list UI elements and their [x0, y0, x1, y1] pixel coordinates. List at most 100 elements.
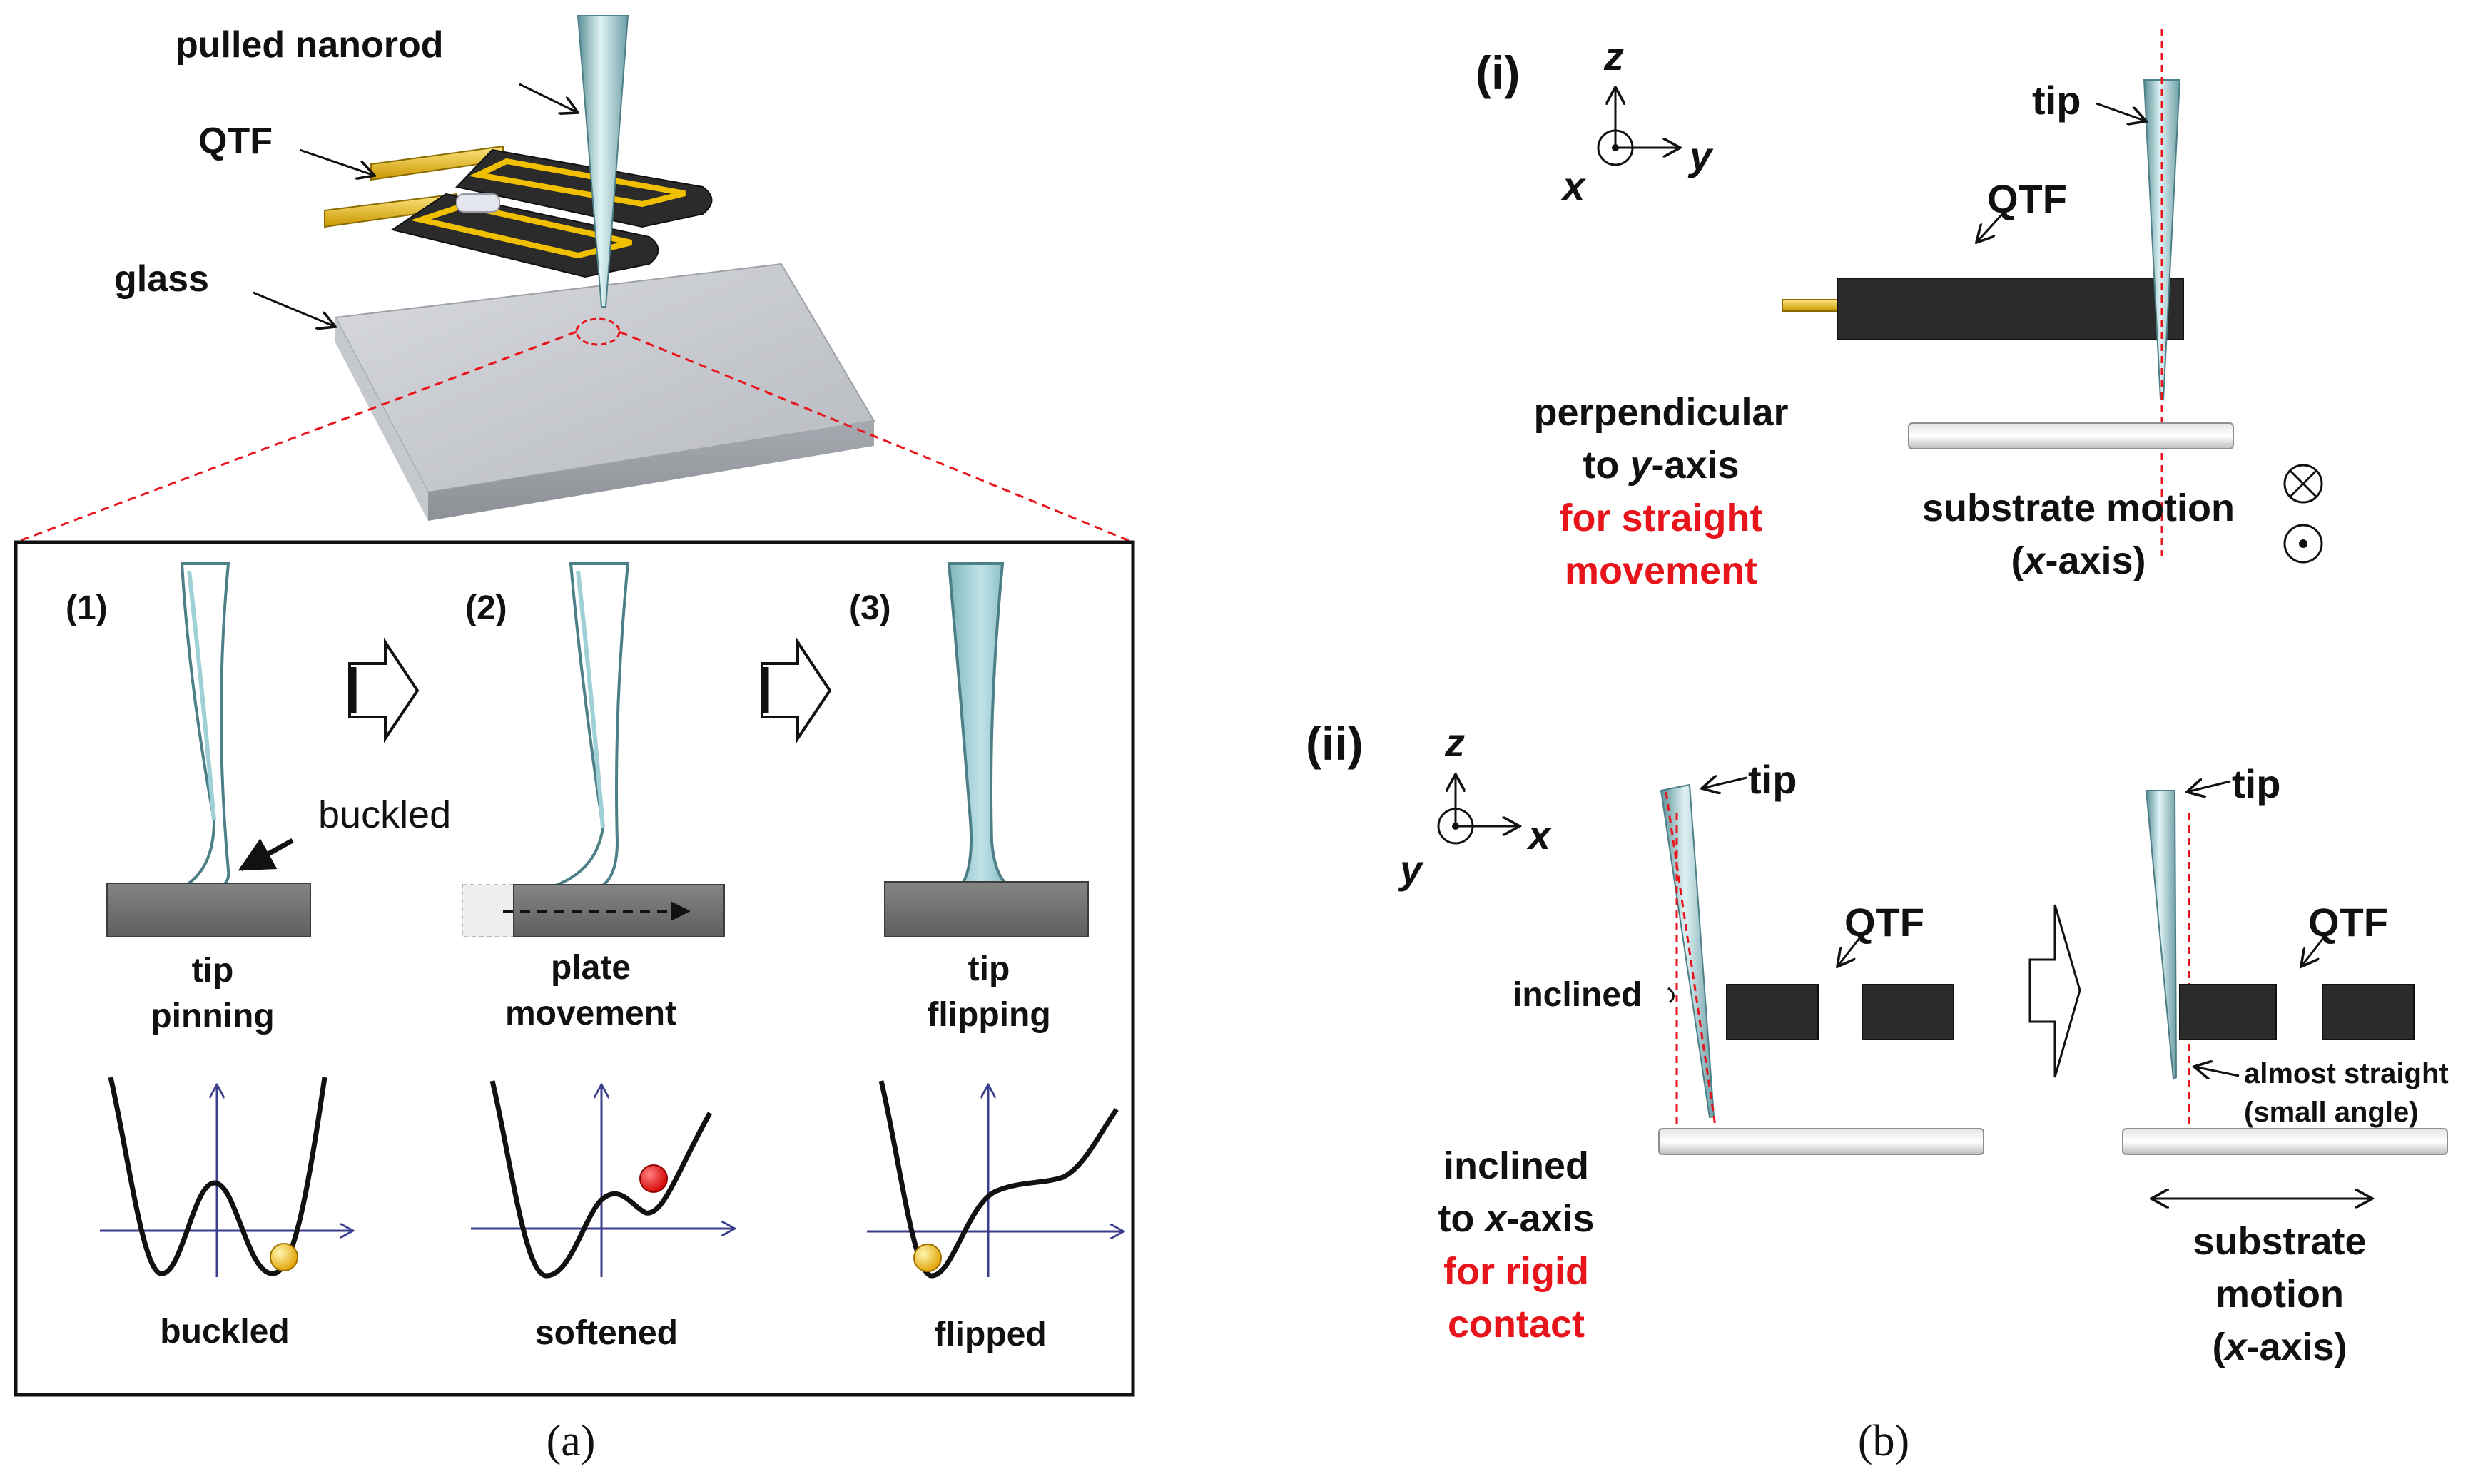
- motion-i-line2: (x-axis): [2011, 539, 2146, 582]
- potential-label-flipped: flipped: [934, 1316, 1046, 1353]
- qtf-prong-ii-right-1: [2179, 984, 2277, 1040]
- label-tip-i: tip: [2032, 78, 2081, 123]
- part-ii-label: (ii): [1306, 717, 1364, 770]
- label-pulled-nanorod: pulled nanorod: [176, 24, 444, 66]
- transition-arrow-2: [761, 637, 832, 743]
- panel-b: (i) z y x tip QTF perpendicular to y-axi…: [1306, 29, 2449, 1465]
- motion-ii-line1: substrate: [2193, 1220, 2366, 1263]
- pulled-nanorod-tip: [577, 15, 629, 308]
- substrate-i: [1908, 422, 2234, 449]
- substrate-ii-left: [1658, 1128, 1984, 1155]
- axes-i: z y x: [1560, 34, 1714, 208]
- out-of-page-icon: [2283, 524, 2323, 564]
- note-i-line3: for straight: [1559, 497, 1762, 539]
- step-3-caption-line1: tip: [968, 950, 1010, 988]
- note-ii-line2: to x-axis: [1438, 1197, 1594, 1240]
- arrow-qtf: [299, 148, 375, 176]
- step-2-caption-line1: plate: [551, 949, 631, 987]
- step-1-annotation: buckled: [318, 793, 451, 836]
- potential-buckled: buckled: [100, 1077, 353, 1351]
- note-i-line1: perpendicular: [1533, 391, 1788, 434]
- axis-i-y: y: [1687, 133, 1714, 178]
- part-i-label: (i): [1476, 46, 1520, 99]
- potential-softened: softened: [471, 1080, 735, 1352]
- label-qtf-i: QTF: [1987, 176, 2067, 221]
- inset-box: [14, 540, 1135, 1397]
- qtf-prong-ii-left-1: [1726, 984, 1819, 1040]
- step-3: (3) tip flipping: [849, 562, 1089, 1034]
- step-1-plate: [106, 883, 311, 937]
- arrow-qtf-ii-left: [1837, 934, 1864, 967]
- arrow-pulled-nanorod: [519, 83, 578, 113]
- label-qtf-ii-right: QTF: [2308, 900, 2388, 945]
- label-tip-ii-right: tip: [2232, 761, 2280, 806]
- note-ii-line1: inclined: [1443, 1144, 1589, 1187]
- step-3-plate: [884, 881, 1089, 937]
- part-i: (i) z y x tip QTF perpendicular to y-axi…: [1476, 29, 2323, 592]
- transition-arrow-1: [348, 637, 420, 743]
- axis-ii-y: y: [1398, 847, 1424, 892]
- label-small-angle: (small angle): [2244, 1097, 2419, 1128]
- label-glass: glass: [114, 258, 209, 300]
- label-inclined: inclined: [1513, 976, 1642, 1014]
- tip-ii-right: [2145, 790, 2178, 1080]
- step-1-number: (1): [66, 589, 108, 627]
- label-qtf-ii-left: QTF: [1844, 900, 1924, 945]
- guide-ii-left-inclined: [1665, 791, 1717, 1132]
- step-3-tip: [947, 562, 1014, 889]
- arrow-qtf-i: [1976, 211, 2005, 243]
- step-2-number: (2): [465, 589, 507, 627]
- inclined-bracket: [1667, 987, 1675, 1004]
- zoom-line-right: [619, 330, 1134, 544]
- axis-i-x: x: [1560, 163, 1587, 208]
- motion-ii-line3: (x-axis): [2212, 1326, 2347, 1368]
- qtf-prong-ii-left-2: [1862, 984, 1954, 1040]
- label-qtf: QTF: [198, 121, 273, 162]
- panel-a-label: (a): [547, 1417, 596, 1465]
- step-1: (1) buckled tip pinning: [66, 562, 451, 1035]
- note-i-line2: to y-axis: [1583, 444, 1739, 487]
- axis-ii-x: x: [1526, 813, 1553, 858]
- arrow-glass: [253, 291, 335, 327]
- part-ii: (ii) z x y tip QTF inclined: [1306, 717, 2449, 1368]
- electrode-i: [1782, 299, 1840, 312]
- note-i-line4: movement: [1565, 549, 1757, 592]
- step-1-caption-line1: tip: [192, 952, 234, 990]
- state-ball-softened: [639, 1164, 668, 1193]
- arrow-buckled: [238, 838, 294, 872]
- transition-arrow-ii: [2028, 904, 2081, 1078]
- qtf-prong-ii-right-2: [2322, 984, 2415, 1040]
- step-3-number: (3): [849, 589, 891, 627]
- label-almost-straight: almost straight: [2244, 1058, 2449, 1089]
- state-ball-flipped: [913, 1244, 942, 1272]
- arrow-qtf-ii-right: [2301, 934, 2327, 967]
- tip-ii-left: [1660, 783, 1715, 1119]
- step-3-caption-line2: flipping: [927, 996, 1050, 1034]
- substrate-ii-right: [2122, 1128, 2448, 1155]
- step-1-caption-line2: pinning: [151, 997, 274, 1035]
- step-2: (2) plate movement: [462, 562, 725, 1032]
- motion-ii-line2: motion: [2215, 1273, 2344, 1316]
- panel-b-label: (b): [1858, 1417, 1909, 1465]
- axis-i-z: z: [1603, 34, 1624, 78]
- axis-ii-z: z: [1444, 720, 1465, 765]
- arrow-almost-straight: [2194, 1067, 2240, 1076]
- into-page-icon: [2283, 464, 2323, 504]
- potential-flipped: flipped: [867, 1080, 1124, 1353]
- step-2-caption-line2: movement: [505, 995, 676, 1032]
- note-ii-line3: for rigid: [1443, 1250, 1589, 1293]
- arrow-tip-ii-right: [2187, 781, 2231, 792]
- axes-ii: z x y: [1398, 720, 1553, 892]
- arrow-tip-ii-left: [1702, 778, 1747, 788]
- state-ball-buckled: [270, 1243, 298, 1271]
- qtf-body-i: [1837, 278, 2184, 340]
- arrow-tip-i: [2096, 102, 2146, 121]
- label-tip-ii-left: tip: [1748, 757, 1797, 802]
- panel-a: pulled nanorod QTF glass (1) buckled tip…: [14, 15, 1135, 1465]
- glass-slab: [334, 263, 875, 521]
- qtf-device: [324, 145, 713, 278]
- note-ii-line4: contact: [1448, 1303, 1585, 1346]
- potential-label-softened: softened: [535, 1314, 678, 1352]
- potential-label-buckled: buckled: [160, 1313, 289, 1351]
